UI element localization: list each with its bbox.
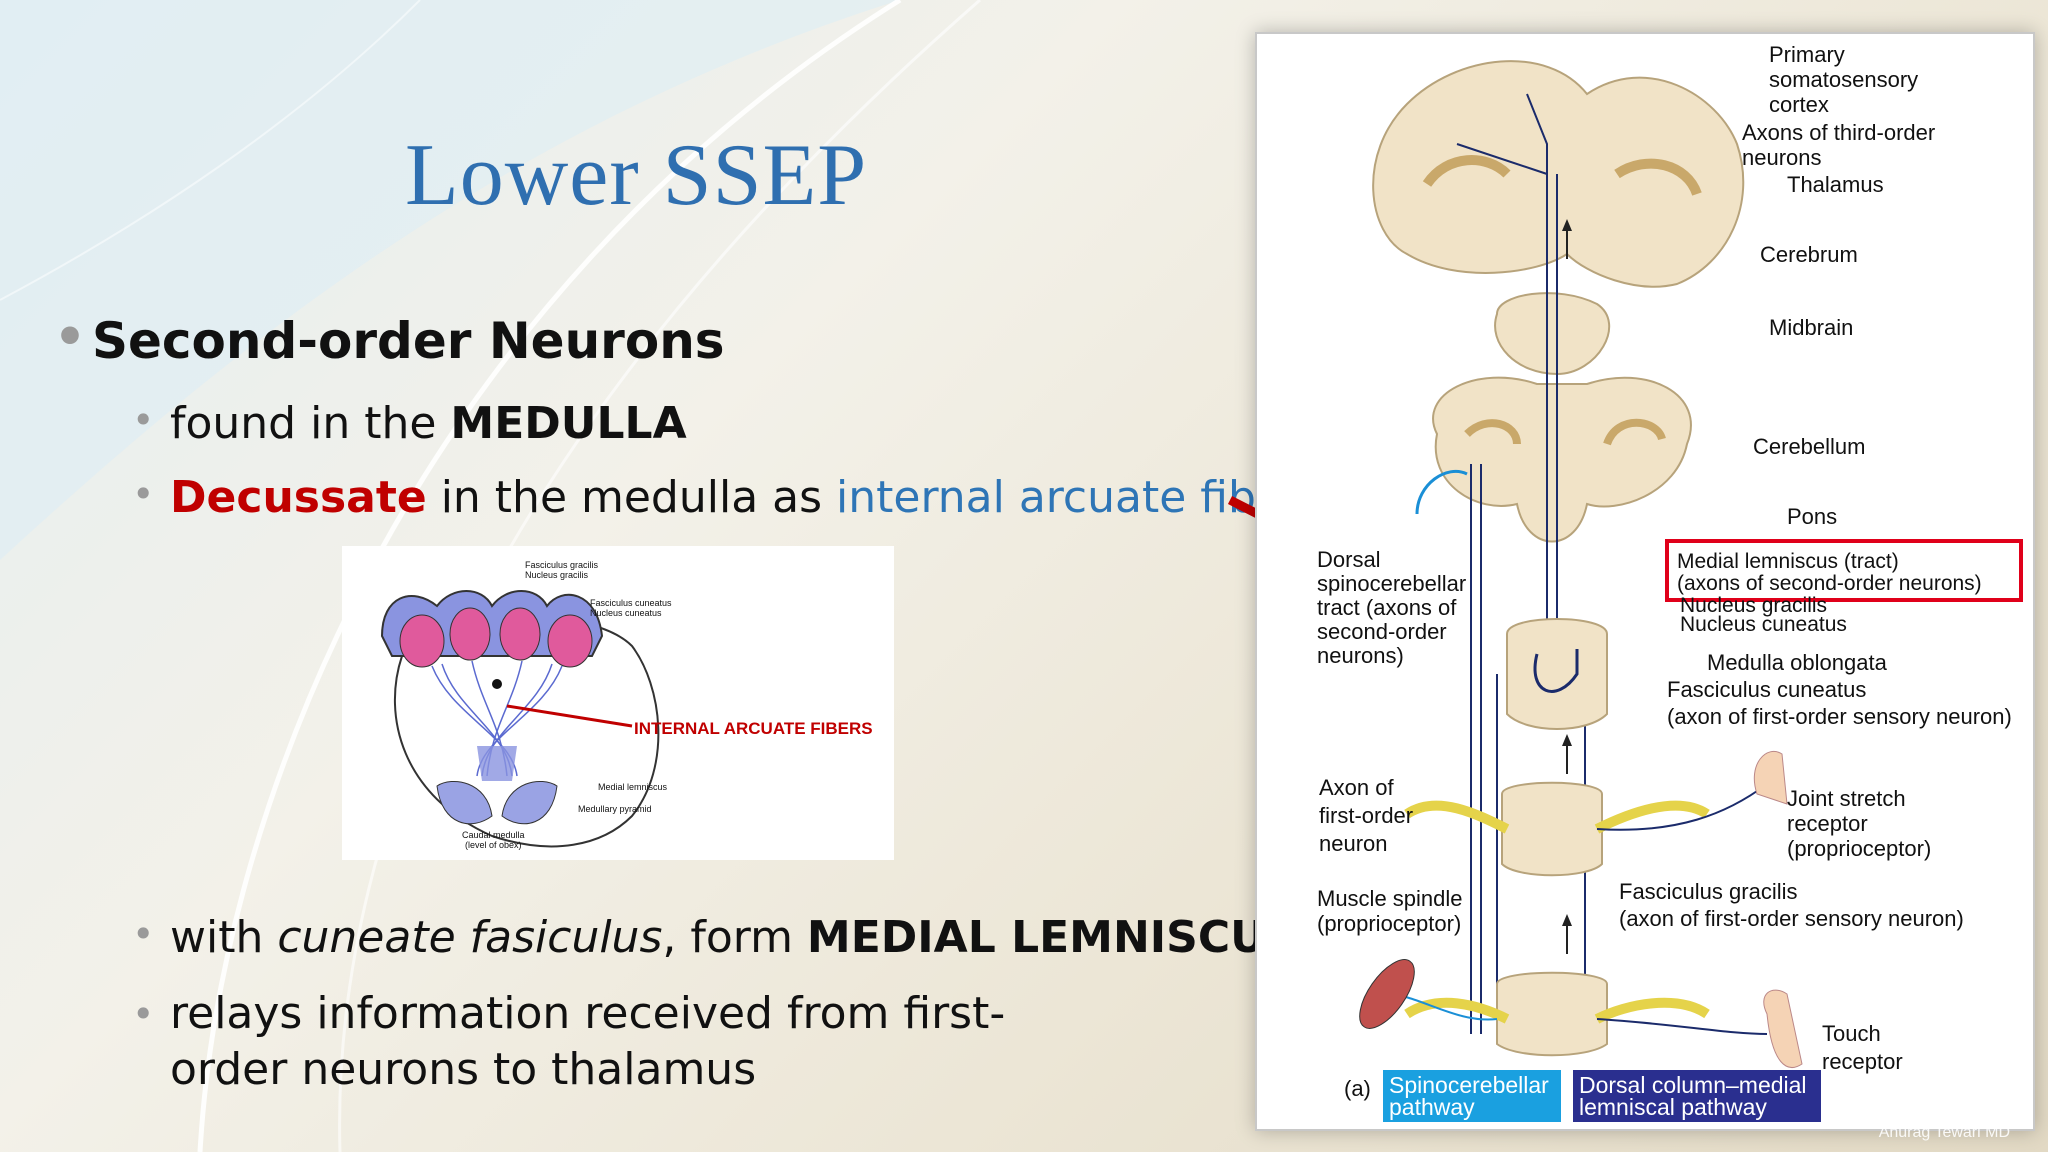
pathway-diagram bbox=[1359, 60, 1803, 1068]
label-pyramid: Medullary pyramid bbox=[578, 804, 652, 814]
bullet-italic: cuneate fasiculus bbox=[277, 912, 663, 963]
label-medial-lemniscus: Medial lemniscus bbox=[598, 782, 668, 792]
bullet-lemniscus: • with cuneate fasiculus, form MEDIAL LE… bbox=[132, 912, 1298, 963]
label-panel-a: (a) bbox=[1344, 1076, 1371, 1101]
label-gracilis: Fasciculus gracilis Nucleus gracilis bbox=[525, 560, 599, 580]
bullet-dot: • bbox=[132, 912, 155, 956]
bullet-medulla: • found in the MEDULLA bbox=[132, 398, 687, 449]
tag-spinocerebellar: Spinocerebellar pathway bbox=[1383, 1070, 1561, 1122]
medulla-cross-section-figure: Fasciculus gracilis Nucleus gracilis Fas… bbox=[342, 546, 894, 860]
label-axon-first-order: Axon of first-order neuron bbox=[1319, 775, 1414, 856]
bullet-emphasis: MEDULLA bbox=[450, 398, 687, 449]
label-fasciculus-gracilis: Fasciculus gracilis (axon of first-order… bbox=[1619, 879, 1964, 931]
slide-title: Lower SSEP bbox=[405, 127, 868, 224]
label-medial-lemniscus: Medial lemniscus (tract) (axons of secon… bbox=[1677, 550, 1982, 595]
tag-dorsal-column: Dorsal column–medial lemniscal pathway bbox=[1573, 1070, 1821, 1122]
label-nucleus-gracilis: Nucleus gracilis bbox=[1680, 594, 1828, 617]
label-axons-third-order: Axons of third-order neurons bbox=[1742, 120, 1936, 170]
pathway-figure: Primary somatosensory cortex Axons of th… bbox=[1255, 32, 2035, 1131]
bullet-text: in the medulla as bbox=[426, 472, 837, 523]
bullet-dot: • bbox=[132, 398, 155, 442]
bullet-relays: • relays information received from first… bbox=[132, 986, 1070, 1098]
label-touch-receptor: Touch receptor bbox=[1822, 1021, 1903, 1074]
bullet-dot: • bbox=[54, 308, 86, 366]
bullet-text: , form bbox=[662, 912, 807, 963]
bullet-dot: • bbox=[132, 472, 155, 516]
label-caudal-medulla: Caudal medulla (level of obex) bbox=[462, 830, 525, 850]
label-muscle-spindle: Muscle spindle (proprioceptor) bbox=[1317, 886, 1463, 936]
label-joint-stretch: Joint stretch receptor (proprioceptor) bbox=[1787, 786, 1932, 861]
label-cerebellum: Cerebellum bbox=[1753, 434, 1866, 459]
heading-bullet: • Second-order Neurons bbox=[54, 308, 725, 370]
bullet-dot: • bbox=[132, 992, 155, 1036]
highlight-medial-lemniscus bbox=[1665, 539, 2023, 602]
label-medulla-oblongata: Medulla oblongata bbox=[1707, 650, 1887, 675]
label-midbrain: Midbrain bbox=[1769, 315, 1854, 340]
bullet-text: with bbox=[170, 912, 278, 963]
bullet-text: relays information received from first-o… bbox=[170, 988, 1006, 1095]
bullet-blue-text: internal arcuate fibers bbox=[836, 472, 1325, 523]
label-dorsal-spinocerebellar: Dorsal spinocerebellar tract (axons of s… bbox=[1317, 547, 1467, 668]
medulla-diagram bbox=[380, 590, 660, 848]
label-nucleus-cuneatus: Nucleus cuneatus bbox=[1680, 613, 1847, 636]
bullet-red-text: Decussate bbox=[170, 472, 427, 523]
bullet-decussate: • Decussate in the medulla as internal a… bbox=[132, 472, 1325, 523]
label-primary-cortex: Primary somatosensory cortex bbox=[1769, 42, 1919, 117]
label-cuneatus: Fasciculus cuneatus Nucleus cuneatus bbox=[590, 598, 672, 618]
bullet-emphasis: MEDIAL LEMNISCUS bbox=[806, 912, 1298, 963]
label-thalamus: Thalamus bbox=[1787, 172, 1884, 197]
label-cerebrum: Cerebrum bbox=[1760, 242, 1858, 267]
watermark: Anurag Tewari MD bbox=[1878, 1124, 2010, 1141]
heading-text: Second-order Neurons bbox=[92, 312, 725, 370]
label-fasciculus-cuneatus: Fasciculus cuneatus (axon of first-order… bbox=[1667, 677, 2012, 729]
bullet-text: found in the bbox=[170, 398, 451, 449]
label-pons: Pons bbox=[1787, 504, 1838, 529]
label-internal-arcuate: INTERNAL ARCUATE FIBERS bbox=[634, 719, 873, 738]
